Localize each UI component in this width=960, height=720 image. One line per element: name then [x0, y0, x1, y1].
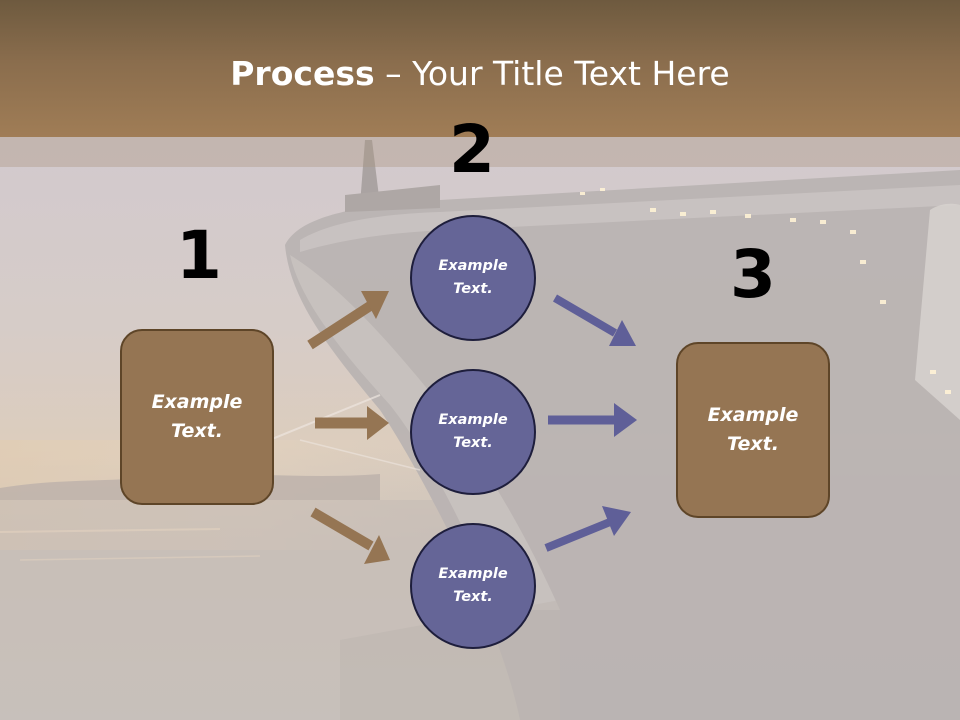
circle-middle: Example Text. — [410, 369, 536, 495]
circle-top: Example Text. — [410, 215, 536, 341]
title-rest: – Your Title Text Here — [374, 54, 730, 93]
right-box-text: Example Text. — [707, 404, 799, 455]
header-strip — [0, 137, 960, 167]
title-bold: Process — [230, 54, 375, 93]
circle-middle-text: Example Text. — [438, 412, 508, 451]
slide-title: Process – Your Title Text Here — [0, 52, 960, 96]
arrow-top-circle-to-right-box — [552, 294, 636, 346]
left-box-text: Example Text. — [151, 391, 243, 442]
arrow-box-to-middle-circle — [315, 406, 389, 440]
step-number-2: 2 — [449, 111, 495, 188]
step-number-3: 3 — [730, 236, 776, 313]
right-box: Example Text. — [676, 342, 830, 518]
circle-bottom: Example Text. — [410, 523, 536, 649]
arrow-bottom-circle-to-right-box — [544, 506, 631, 552]
header-band — [0, 0, 960, 137]
step-number-1: 1 — [176, 217, 222, 294]
circle-bottom-text: Example Text. — [438, 566, 508, 605]
left-box: Example Text. — [120, 329, 274, 505]
arrow-middle-circle-to-right-box — [548, 403, 637, 437]
circle-top-text: Example Text. — [438, 258, 508, 297]
arrow-box-to-bottom-circle — [310, 507, 390, 564]
arrow-box-to-top-circle — [307, 291, 389, 350]
